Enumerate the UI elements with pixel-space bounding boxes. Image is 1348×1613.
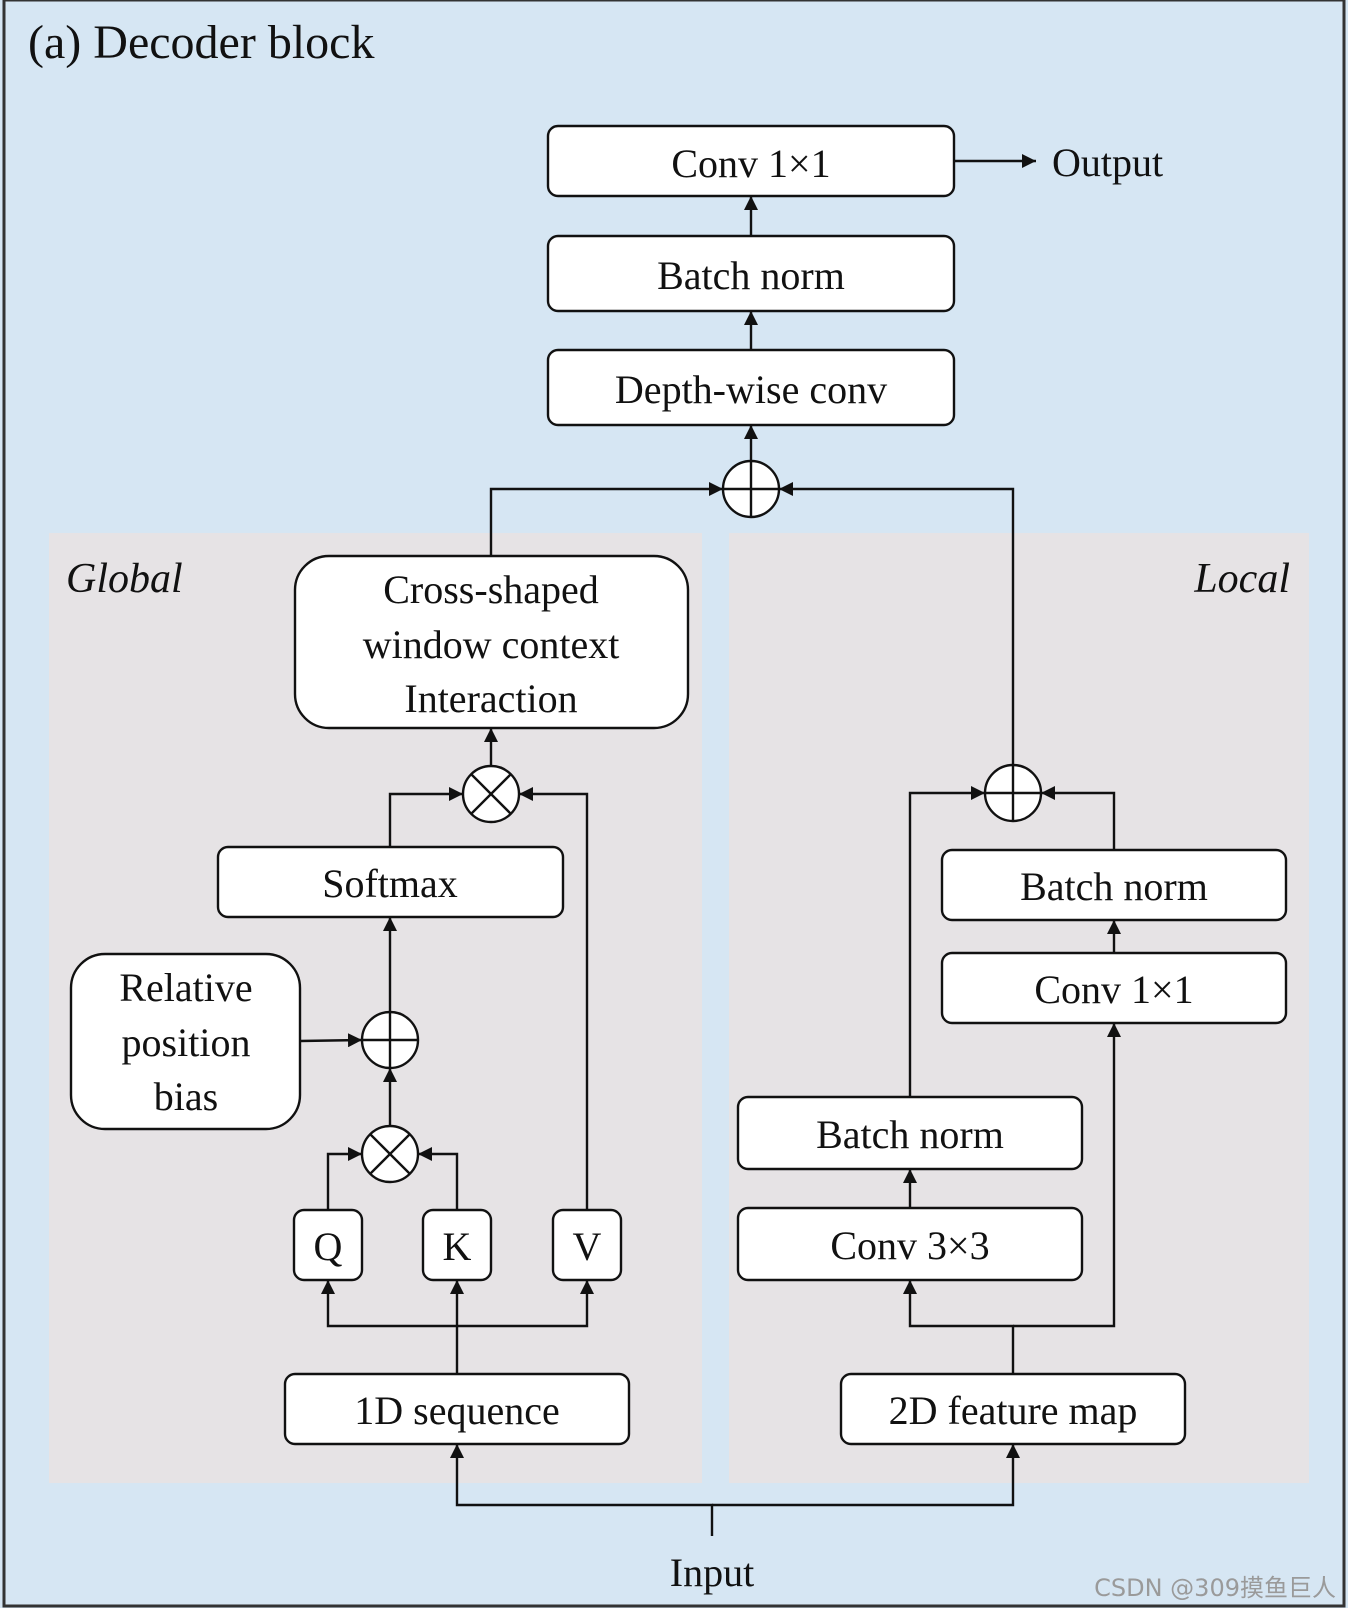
wire-fmap-to-conv1	[1013, 1023, 1121, 1328]
bias-sum-icon	[360, 1010, 420, 1070]
top-conv1x1-label: Conv 1×1	[671, 141, 830, 186]
wire-right-bn-to-sum	[1041, 786, 1116, 850]
v-label: V	[573, 1224, 602, 1269]
figure-title: (a) Decoder block	[28, 16, 374, 69]
local-label: Local	[1193, 556, 1290, 602]
wire-softmax-to-mult	[388, 787, 463, 847]
k-label: K	[443, 1224, 472, 1269]
qk-multiply-icon	[360, 1124, 420, 1184]
sequence-label: 1D sequence	[354, 1388, 559, 1433]
wire-q-to-mult	[326, 1147, 362, 1210]
wire-v-to-mult	[519, 787, 589, 1210]
wire-fmap-to-conv3	[903, 1280, 1015, 1374]
relative-bias-box	[69, 952, 302, 1131]
cross-shaped-line1: Cross-shaped	[383, 567, 599, 612]
local-sum-icon	[983, 763, 1043, 823]
wire-seq-to-q	[321, 1280, 457, 1328]
wire-k-to-mult	[418, 1147, 459, 1210]
wire-left-bn-to-sum	[908, 786, 985, 1097]
cross-shaped-line3: Interaction	[404, 676, 577, 721]
local-batch-norm-right-label: Batch norm	[1020, 864, 1208, 909]
relative-bias-line1: Relative	[119, 965, 252, 1010]
local-batch-norm-left-label: Batch norm	[816, 1112, 1004, 1157]
global-label: Global	[66, 556, 183, 602]
top-batch-norm-label: Batch norm	[657, 253, 845, 298]
wire-local-to-sum	[779, 482, 1015, 765]
feature-map-label: 2D feature map	[889, 1388, 1138, 1433]
relative-bias-line2: position	[122, 1020, 251, 1065]
depthwise-conv-label: Depth-wise conv	[615, 367, 887, 412]
wire-input-to-seq	[450, 1444, 714, 1536]
attention-multiply-icon	[461, 764, 521, 824]
cross-shaped-line2: window context	[363, 622, 620, 667]
wire-input-to-fmap	[712, 1444, 1020, 1507]
arrow-bias-to-sum	[299, 1033, 363, 1048]
relative-bias-line3: bias	[154, 1074, 218, 1119]
softmax-label: Softmax	[322, 861, 458, 906]
local-conv1x1-label: Conv 1×1	[1034, 967, 1193, 1012]
wire-seq-to-v	[457, 1280, 594, 1328]
wire-global-to-sum	[489, 482, 723, 556]
local-conv3x3-label: Conv 3×3	[830, 1223, 989, 1268]
watermark: CSDN @309摸鱼巨人	[1094, 1574, 1336, 1602]
top-sum-icon	[721, 459, 781, 519]
output-label: Output	[1052, 140, 1163, 185]
q-label: Q	[314, 1224, 343, 1269]
input-label: Input	[670, 1550, 754, 1595]
